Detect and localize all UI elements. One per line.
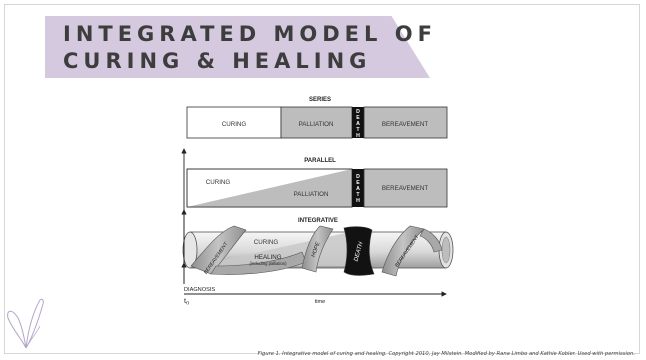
series-death-letter-3: A xyxy=(356,121,360,127)
series-death-letter-1: D xyxy=(356,109,360,115)
series-death-letter-5: H xyxy=(356,133,360,139)
parallel-curing-label: CURING xyxy=(206,179,231,186)
parallel-death-letter-5: H xyxy=(356,198,360,204)
parallel-death-letter-2: E xyxy=(356,180,360,186)
ribbon-lower xyxy=(210,251,307,275)
parallel-death-label: D E A T H xyxy=(356,174,360,204)
series-death-label: D E A T H xyxy=(356,109,360,139)
integrative-hope-label: HOPE xyxy=(311,241,322,258)
series-curing-label: CURING xyxy=(222,121,247,128)
figure-caption: Figure 1. Integrative model of curing an… xyxy=(257,351,635,357)
series-death-letter-4: T xyxy=(356,127,360,133)
title-line-1: INTEGRATED MODEL OF xyxy=(63,22,437,46)
parallel-bereavement-box xyxy=(363,168,448,208)
integrative-heading: INTEGRATIVE xyxy=(298,218,338,224)
integrative-death-label: DEATH xyxy=(354,241,365,262)
parallel-death-letter-1: D xyxy=(356,174,360,180)
t0-sub: 0 xyxy=(186,301,189,307)
series-bereavement-label: BEREAVEMENT xyxy=(382,121,429,128)
butterfly-logo xyxy=(7,298,44,349)
integrative-curing-label: CURING xyxy=(254,239,279,246)
series-palliation-label: PALLIATION xyxy=(299,121,334,128)
ribbon-death xyxy=(343,226,375,276)
parallel-death-letter-3: A xyxy=(356,186,360,192)
slide-frame xyxy=(4,4,640,354)
parallel-death-letter-4: T xyxy=(356,192,360,198)
diagnosis-label: DIAGNOSIS xyxy=(184,287,215,293)
series-heading: SERIES xyxy=(309,97,331,103)
series-death-box xyxy=(352,107,364,138)
parallel-death-box xyxy=(352,169,364,207)
parallel-bereavement-label: BEREAVEMENT xyxy=(382,185,429,192)
parallel-palliation-wedge xyxy=(187,169,352,207)
t0-label: t0 xyxy=(184,296,189,307)
ribbon-hope xyxy=(301,225,334,273)
t0-base: t xyxy=(184,296,187,305)
parallel-palliation-label: PALLIATION xyxy=(294,191,329,198)
integrative-healing-label: HEALING xyxy=(254,254,281,261)
series-bereavement-box xyxy=(363,106,448,139)
series-curing-box xyxy=(186,106,282,139)
series-death-letter-2: E xyxy=(356,115,360,121)
integrative-healing-sub: (including palliation) xyxy=(249,261,287,266)
parallel-heading: PARALLEL xyxy=(304,158,336,164)
time-label: time xyxy=(315,299,326,305)
title-line-2: CURING & HEALING xyxy=(63,49,372,73)
series-palliation-box xyxy=(280,106,353,139)
ribbon-end xyxy=(419,228,443,253)
title-band xyxy=(45,16,430,78)
